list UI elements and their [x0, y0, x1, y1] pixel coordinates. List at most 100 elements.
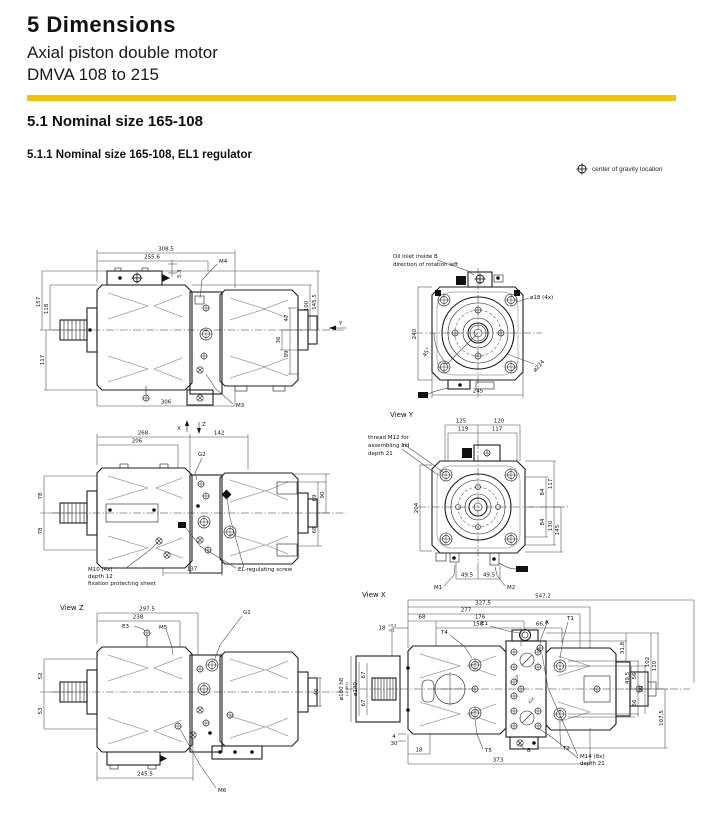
motor-body — [346, 628, 690, 750]
dim-238: 238 — [133, 615, 144, 621]
dim-40: 40 — [314, 688, 320, 695]
drawing-view-z: View Z — [38, 604, 346, 795]
note-oil-inlet: Oil inlet inside B — [393, 254, 438, 260]
dim-53: 53 — [38, 707, 44, 714]
dim-56-lower: 56 — [632, 699, 638, 706]
dimension-labels: thread M12 for assembling aid depth 21 1… — [368, 419, 561, 592]
dim-206: 206 — [132, 439, 143, 445]
dimension-labels: 297.5 238 E3 M5 G1 52 53 40 245.5 M6 — [38, 607, 320, 795]
dim-120: 120 — [494, 419, 505, 425]
dim-84-upper: 84 — [540, 488, 546, 495]
legend-label: center of gravity location — [592, 165, 663, 173]
dim-47: 47 — [284, 314, 290, 321]
dimension-lines — [401, 424, 564, 587]
dim-68: 68 — [419, 615, 426, 621]
accent-rule — [27, 95, 676, 101]
note-m12-line2: assembling aid — [368, 443, 410, 449]
axis-label-z: Z — [202, 422, 206, 428]
page-title: 5 Dimensions — [27, 12, 177, 37]
dim-100: 100 — [304, 300, 310, 311]
dim-308-5: 308.5 — [158, 247, 174, 253]
dim-327-5: 327,5 — [475, 601, 491, 607]
dim-30: 30 — [391, 741, 398, 747]
dimension-lines — [350, 599, 695, 765]
dim-18-tol-upper: +0,2 — [388, 624, 397, 628]
note-m10-line2: depth 12 — [88, 574, 113, 580]
dim-36: 36 — [276, 336, 282, 343]
dim-117: 117 — [40, 354, 46, 365]
axis-label-x: X — [177, 426, 181, 432]
dimension-labels: 268 142 206 G2 78 78 69 90 68 137 M10 (4… — [38, 431, 326, 588]
drawing-front-view: Oil inlet inside B direction of rotation… — [393, 254, 553, 398]
note-m14-line1: M14 (8x) — [580, 754, 605, 760]
dim-117-top: 117 — [492, 427, 503, 433]
section-heading: 5.1 Nominal size 165-108 — [27, 113, 203, 130]
dim-67-lower: 67 — [361, 699, 367, 706]
dim-245-5: 245.5 — [137, 772, 153, 778]
port-label-m5: M5 — [159, 625, 168, 631]
dim-18-tol-lower: -0,1 — [388, 629, 395, 633]
port-label-e3: E3 — [122, 624, 129, 630]
dim-176: 176 — [475, 615, 486, 621]
dim-4: 4 — [392, 734, 396, 740]
dim-306: 306 — [161, 400, 172, 406]
dim-49-5-left: 49.5 — [461, 573, 474, 579]
motor-body — [418, 441, 568, 572]
dim-240: 240 — [412, 328, 418, 339]
note-m10-line1: M10 (4x) — [88, 567, 113, 573]
port-label-m2: M2 — [507, 585, 515, 591]
dim-180-h8: ø180 h8 — [339, 677, 345, 700]
dim-45deg: 45° — [422, 347, 432, 359]
dim-158: 158 — [473, 622, 484, 628]
motor-body — [52, 267, 346, 406]
subtitle-line2: DMVA 108 to 215 — [27, 65, 159, 84]
dim-18-tol: 18 — [379, 626, 386, 632]
port-label-m6: M6 — [218, 788, 227, 794]
dim-99: 99 — [284, 350, 290, 357]
caption-view-z: View Z — [60, 604, 84, 612]
dim-297-5: 297.5 — [139, 607, 155, 613]
dim-69: 69 — [312, 494, 318, 501]
drawing-view-y: View Y t — [368, 411, 568, 592]
dim-107-5: 107,5 — [659, 710, 665, 726]
dim-142: 142 — [214, 431, 225, 437]
dim-373: 373 — [493, 758, 504, 764]
dim-84-lower: 84 — [540, 518, 546, 525]
dim-18-bottom: 18 — [416, 748, 423, 754]
dimension-lines — [417, 259, 535, 398]
note-m12-line3: depth 21 — [368, 451, 393, 457]
dim-102: 102 — [645, 657, 651, 668]
subtitle-line1: Axial piston double motor — [27, 43, 218, 62]
drawing-top-view: X Z — [38, 420, 346, 588]
dim-56-upper: 56 — [632, 672, 638, 679]
dim-277: 277 — [461, 608, 472, 614]
dim-3-3: 3.3 — [177, 269, 183, 278]
dim-117-right: 117 — [548, 478, 554, 489]
dim-24: ø24 — [528, 696, 536, 704]
port-label-t2: T2 — [562, 746, 570, 752]
note-m12-line1: thread M12 for — [368, 435, 410, 441]
port-label-t4: T4 — [440, 630, 448, 636]
dim-49-5-right: 49.5 — [483, 573, 496, 579]
port-label-a: A — [545, 620, 549, 626]
note-m10-line3: fixation protecting sheet — [88, 581, 156, 587]
note-el-screw: EL-regulating screw — [238, 567, 293, 573]
port-label-t5: T5 — [484, 748, 492, 754]
port-label-m1: M1 — [434, 585, 442, 591]
dim-180-h8-tol: (-0,063) — [345, 681, 349, 696]
dim-90: 90 — [320, 491, 326, 498]
dimension-lines — [40, 250, 346, 407]
dim-268: 268 — [138, 431, 149, 437]
port-label-t1: T1 — [566, 616, 574, 622]
center-of-gravity-legend: center of gravity location — [576, 163, 662, 175]
dim-66-7: 66,7 — [536, 622, 549, 628]
note-m14-line2: depth 21 — [580, 761, 605, 767]
caption-view-y: View Y — [390, 411, 414, 419]
dim-118: 118 — [44, 303, 50, 314]
dim-99: 99 — [639, 685, 645, 692]
dimension-labels: 547,2 327,5 277 68 176 18 +0,2 -0,1 158 … — [339, 594, 665, 768]
port-label-g1: G1 — [243, 610, 251, 616]
dim-78-upper: 78 — [38, 492, 44, 499]
dim-547-2: 547,2 — [535, 594, 551, 600]
port-label-g2: G2 — [198, 452, 206, 458]
